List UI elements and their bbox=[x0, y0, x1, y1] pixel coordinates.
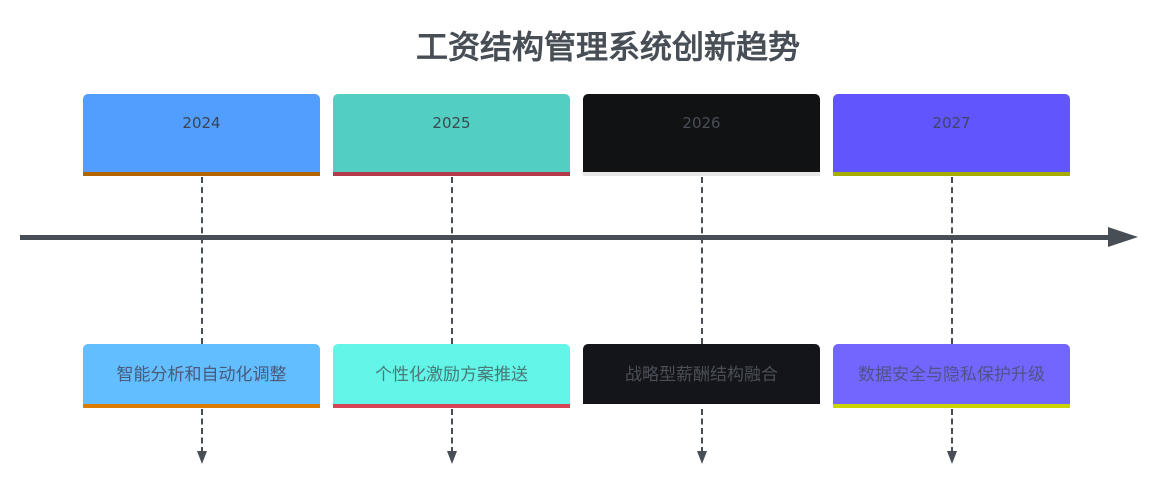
down-arrow-icon bbox=[447, 451, 457, 464]
period-label: 2026 bbox=[682, 114, 721, 132]
event-box-2025: 个性化激励方案推送 bbox=[333, 344, 570, 408]
event-label: 战略型薪酬结构融合 bbox=[625, 364, 778, 385]
timeline-axis bbox=[20, 235, 1112, 240]
period-box-2027: 2027 bbox=[833, 94, 1070, 176]
event-box-2024: 智能分析和自动化调整 bbox=[83, 344, 320, 408]
timeline-connector-2025 bbox=[451, 177, 453, 344]
down-arrow-icon bbox=[197, 451, 207, 464]
event-connector-2026 bbox=[701, 409, 703, 453]
event-box-2027: 数据安全与隐私保护升级 bbox=[833, 344, 1070, 408]
event-connector-2024 bbox=[201, 409, 203, 453]
period-label: 2024 bbox=[182, 114, 221, 132]
period-box-2025: 2025 bbox=[333, 94, 570, 176]
period-box-2026: 2026 bbox=[583, 94, 820, 176]
period-label: 2025 bbox=[432, 114, 471, 132]
event-connector-2025 bbox=[451, 409, 453, 453]
timeline-connector-2024 bbox=[201, 177, 203, 344]
event-connector-2027 bbox=[951, 409, 953, 453]
period-box-2024: 2024 bbox=[83, 94, 320, 176]
timeline-connector-2027 bbox=[951, 177, 953, 344]
event-box-2026: 战略型薪酬结构融合 bbox=[583, 344, 820, 408]
down-arrow-icon bbox=[947, 451, 957, 464]
timeline-connector-2026 bbox=[701, 177, 703, 344]
page-title: 工资结构管理系统创新趋势 bbox=[415, 28, 800, 66]
period-label: 2027 bbox=[932, 114, 971, 132]
event-label: 个性化激励方案推送 bbox=[375, 364, 528, 385]
event-label: 智能分析和自动化调整 bbox=[116, 364, 287, 385]
event-label: 数据安全与隐私保护升级 bbox=[858, 364, 1045, 385]
axis-arrow-icon bbox=[1108, 227, 1138, 247]
down-arrow-icon bbox=[697, 451, 707, 464]
